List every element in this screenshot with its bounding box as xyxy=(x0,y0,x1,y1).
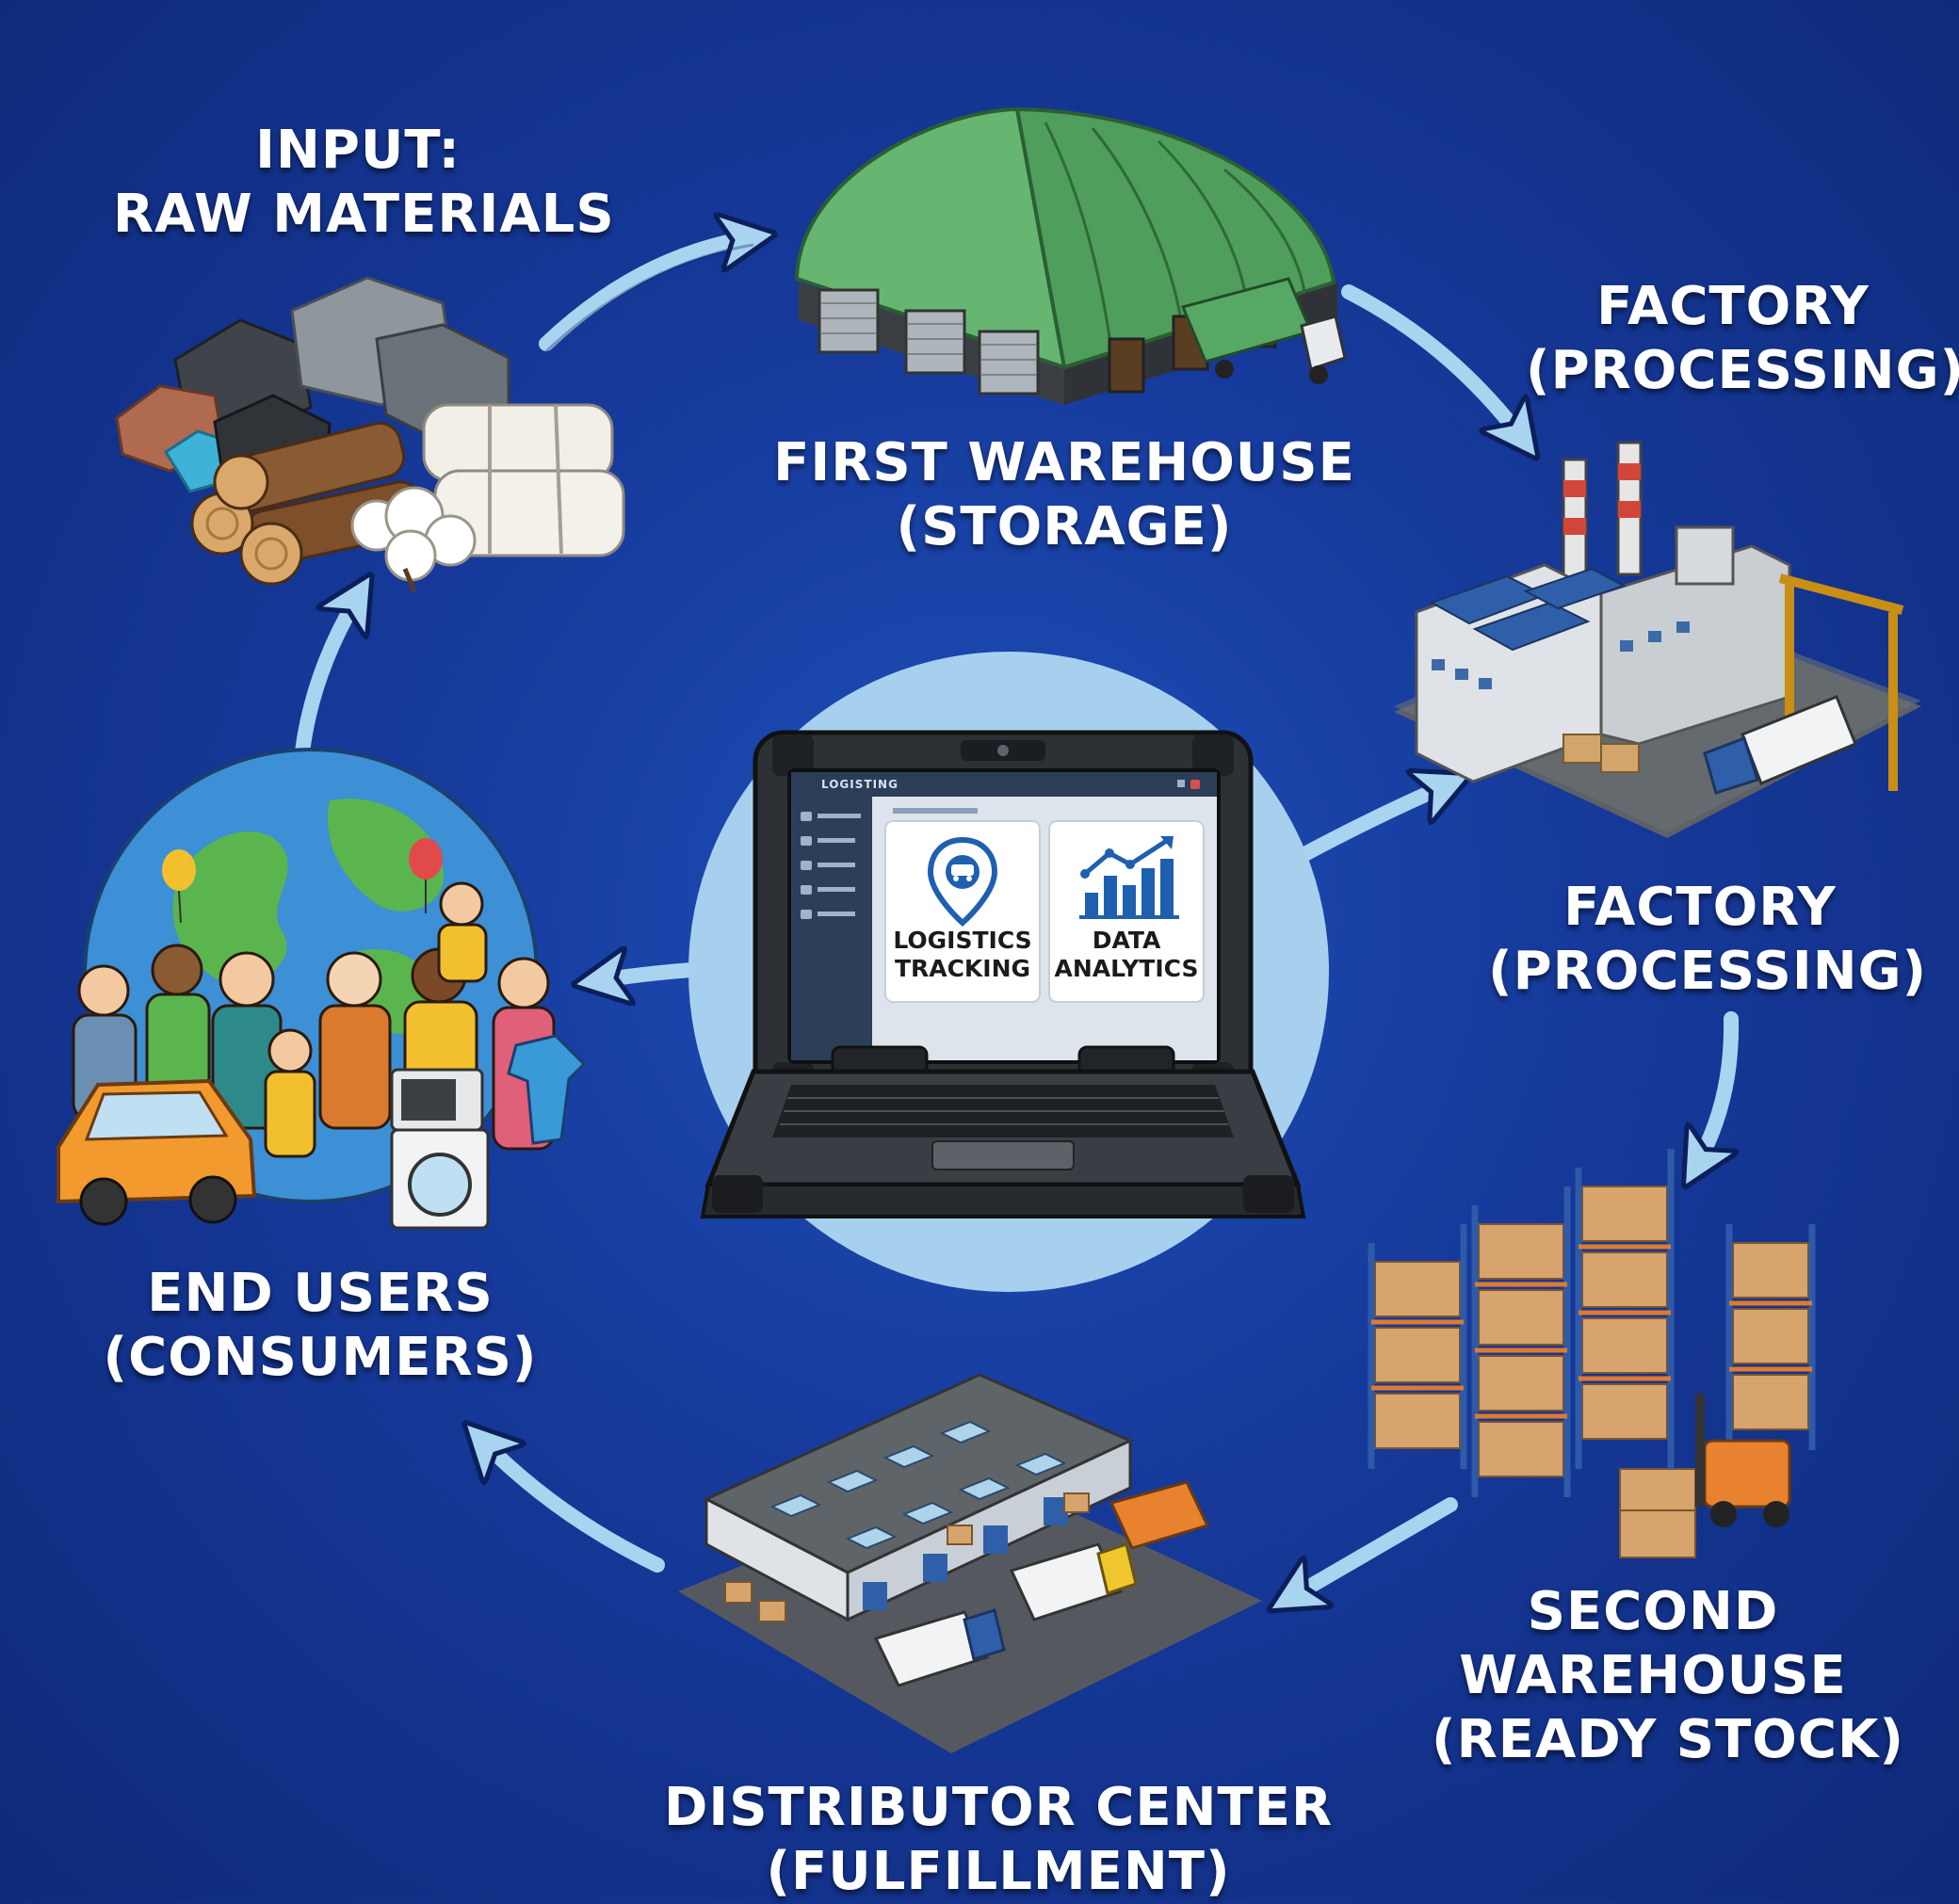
label-factory: FACTORY (PROCESSING) xyxy=(1488,876,1928,1004)
app-title: LOGISTING xyxy=(821,778,899,791)
label-factory-top: FACTORY (PROCESSING) xyxy=(1526,275,1959,403)
location-pin-truck-icon xyxy=(927,836,998,928)
arrow-distributor-to-end-users xyxy=(480,1439,665,1573)
label-first-warehouse-line2: (STORAGE) xyxy=(896,496,1233,557)
label-raw-materials: INPUT: RAW MATERIALS xyxy=(113,119,615,247)
arrow-raw-to-first-warehouse xyxy=(539,237,753,351)
arrow-factory-to-second-warehouse xyxy=(1695,1011,1731,1168)
bar-chart-icon xyxy=(1079,836,1179,919)
data-analytics-line2: ANALYTICS xyxy=(1054,955,1199,982)
label-second-warehouse-line2: WAREHOUSE xyxy=(1459,1645,1847,1706)
distributor-center-illustration xyxy=(678,1373,1262,1753)
data-analytics-line1: DATA xyxy=(1092,927,1161,954)
end-users-illustration xyxy=(57,748,587,1230)
label-factory-line1: FACTORY xyxy=(1563,877,1837,938)
first-warehouse-illustration xyxy=(795,106,1347,405)
label-factory-top-line2: (PROCESSING) xyxy=(1526,340,1959,401)
label-second-warehouse-line3: (READY STOCK) xyxy=(1432,1709,1904,1770)
label-factory-top-line1: FACTORY xyxy=(1596,276,1870,337)
rugged-laptop xyxy=(700,730,1306,1218)
label-first-warehouse: FIRST WAREHOUSE (STORAGE) xyxy=(735,431,1394,559)
arrow-first-warehouse-to-factory xyxy=(1341,284,1524,441)
label-end-users-line1: END USERS xyxy=(147,1263,494,1324)
label-second-warehouse-line1: SECOND xyxy=(1527,1581,1779,1642)
label-raw-materials-line1: INPUT: xyxy=(255,120,461,181)
arrow-second-warehouse-to-distributor xyxy=(1288,1497,1458,1599)
logistics-tracking-line1: LOGISTICS xyxy=(893,927,1032,954)
logistics-tracking-line2: TRACKING xyxy=(894,955,1031,982)
label-distributor: DISTRIBUTOR CENTER (FULFILLMENT) xyxy=(622,1776,1375,1904)
label-end-users-line2: (CONSUMERS) xyxy=(103,1327,538,1388)
logistics-tracking-label: LOGISTICS TRACKING xyxy=(885,927,1040,983)
second-warehouse-illustration xyxy=(1368,1149,1816,1558)
label-distributor-line1: DISTRIBUTOR CENTER xyxy=(663,1777,1334,1838)
label-raw-materials-line2: RAW MATERIALS xyxy=(113,184,615,245)
label-first-warehouse-line1: FIRST WAREHOUSE xyxy=(773,432,1355,493)
factory-illustration xyxy=(1394,441,1921,838)
raw-materials-illustration xyxy=(115,276,625,592)
label-distributor-line2: (FULFILLMENT) xyxy=(766,1841,1231,1902)
label-second-warehouse: SECOND WAREHOUSE (READY STOCK) xyxy=(1432,1580,1904,1772)
label-factory-line2: (PROCESSING) xyxy=(1488,941,1928,1002)
label-end-users: END USERS (CONSUMERS) xyxy=(85,1262,556,1390)
data-analytics-label: DATA ANALYTICS xyxy=(1049,927,1204,983)
